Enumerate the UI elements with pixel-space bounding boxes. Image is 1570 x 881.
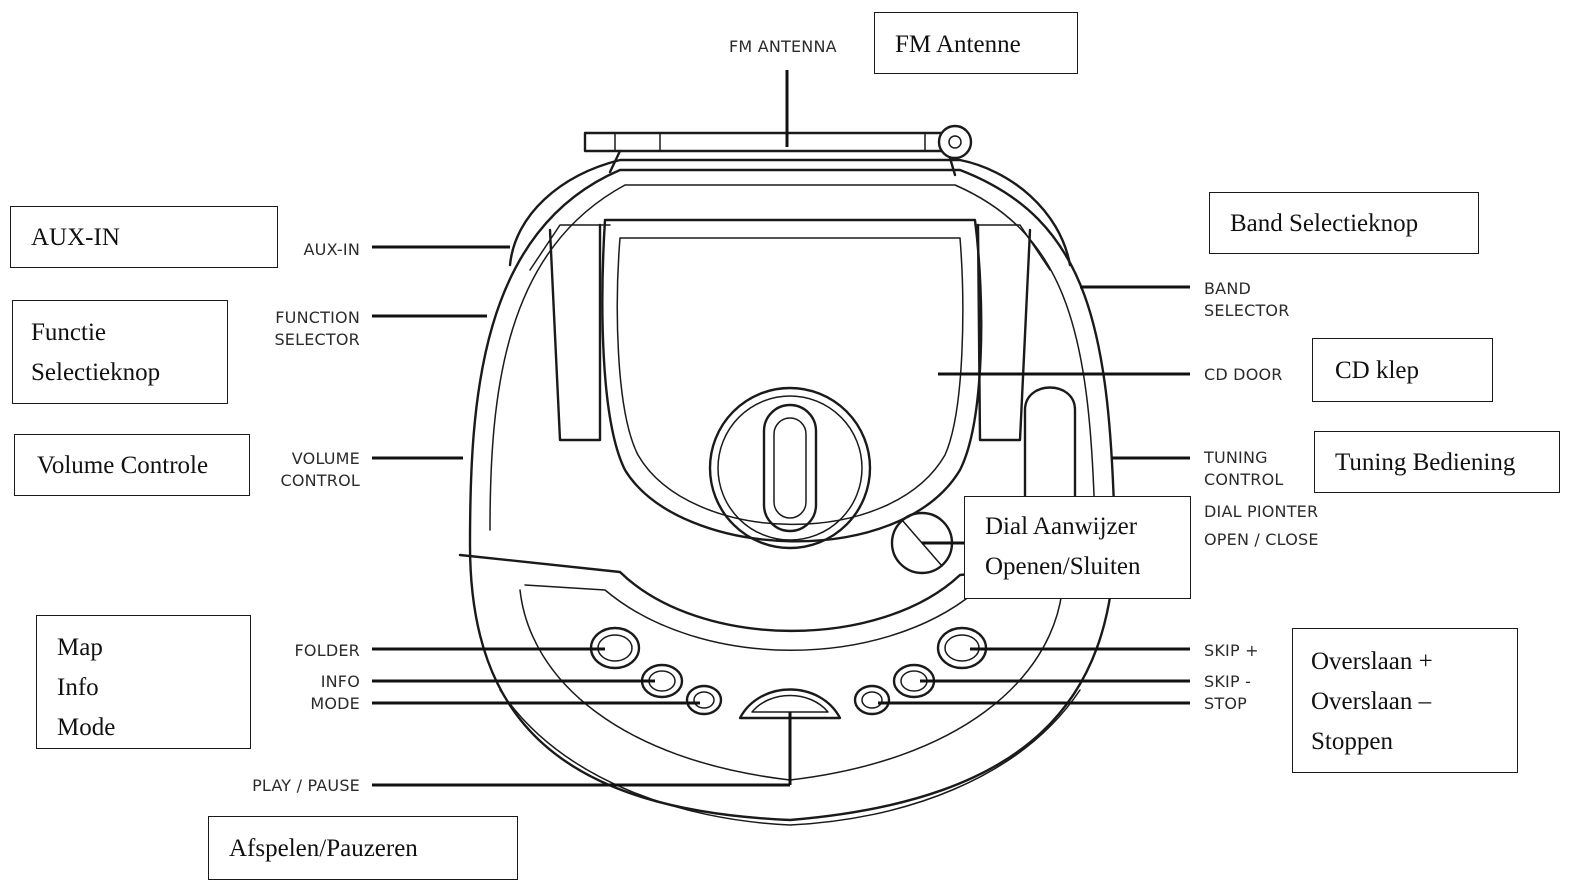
translation-play-pause-text: Afspelen/Pauzeren: [229, 835, 418, 862]
label-band-selector-line2: SELECTOR: [1204, 301, 1290, 320]
translation-skip-minus: Overslaan –: [1311, 688, 1432, 715]
label-tuning-control-line1: TUNING: [1204, 448, 1268, 467]
label-info: INFO: [320, 672, 360, 691]
translation-skip-stop: Overslaan + Overslaan – Stoppen: [1292, 628, 1518, 773]
translation-dial-pointer-line1: Dial Aanwijzer: [985, 513, 1138, 540]
translation-volume-control: Volume Controle: [14, 434, 250, 496]
translation-folder-info-mode: Map Info Mode: [36, 615, 251, 749]
translation-function-selector-line1: Functie: [31, 319, 106, 346]
label-volume-control: VOLUME CONTROL: [228, 448, 360, 492]
cd-player-body: [458, 124, 1117, 826]
label-function-selector-line1: FUNCTION: [275, 308, 360, 327]
translation-skip-plus: Overslaan +: [1311, 648, 1433, 675]
label-mode: MODE: [310, 694, 360, 713]
label-tuning-control: TUNING CONTROL: [1204, 447, 1284, 491]
translation-function-selector: Functie Selectieknop: [12, 300, 228, 404]
translation-aux-in-text: AUX-IN: [31, 224, 120, 251]
translation-info: Info: [57, 674, 99, 701]
label-volume-control-line2: CONTROL: [280, 471, 360, 490]
label-dial-pointer: DIAL PIONTER: [1204, 502, 1319, 521]
translation-cd-door: CD klep: [1312, 338, 1493, 402]
label-tuning-control-line2: CONTROL: [1204, 470, 1284, 489]
label-band-selector-line1: BAND: [1204, 279, 1252, 298]
translation-band-selector: Band Selectieknop: [1209, 192, 1479, 254]
translation-fm-antenna-text: FM Antenne: [895, 31, 1021, 58]
translation-volume-control-text: Volume Controle: [37, 452, 209, 479]
label-fm-antenna: FM ANTENNA: [729, 37, 837, 56]
translation-mode: Mode: [57, 714, 116, 741]
label-function-selector: FUNCTION SELECTOR: [228, 307, 360, 351]
translation-aux-in: AUX-IN: [10, 206, 278, 268]
label-band-selector: BAND SELECTOR: [1204, 278, 1290, 322]
label-function-selector-line2: SELECTOR: [274, 330, 360, 349]
label-play-pause: PLAY / PAUSE: [252, 776, 360, 795]
translation-folder: Map: [57, 634, 103, 661]
label-folder: FOLDER: [294, 641, 360, 660]
label-cd-door: CD DOOR: [1204, 365, 1283, 384]
label-aux-in: AUX-IN: [303, 240, 360, 259]
translation-fm-antenna: FM Antenne: [874, 12, 1078, 74]
label-skip-plus: SKIP +: [1204, 641, 1259, 660]
translation-band-selector-text: Band Selectieknop: [1230, 210, 1419, 237]
translation-dial-pointer: Dial Aanwijzer Openen/Sluiten: [964, 496, 1191, 599]
label-stop: STOP: [1204, 694, 1247, 713]
translation-tuning-control-text: Tuning Bediening: [1335, 449, 1516, 476]
label-volume-control-line1: VOLUME: [291, 449, 360, 468]
translation-play-pause: Afspelen/Pauzeren: [208, 816, 518, 880]
translation-function-selector-line2: Selectieknop: [31, 359, 161, 386]
leader-lines: [372, 70, 1190, 787]
translation-cd-door-text: CD klep: [1335, 357, 1420, 384]
label-skip-minus: SKIP -: [1204, 672, 1252, 691]
translation-dial-pointer-line2: Openen/Sluiten: [985, 553, 1141, 580]
label-open-close: OPEN / CLOSE: [1204, 530, 1319, 549]
translation-stop: Stoppen: [1311, 728, 1393, 755]
translation-tuning-control: Tuning Bediening: [1314, 431, 1560, 493]
